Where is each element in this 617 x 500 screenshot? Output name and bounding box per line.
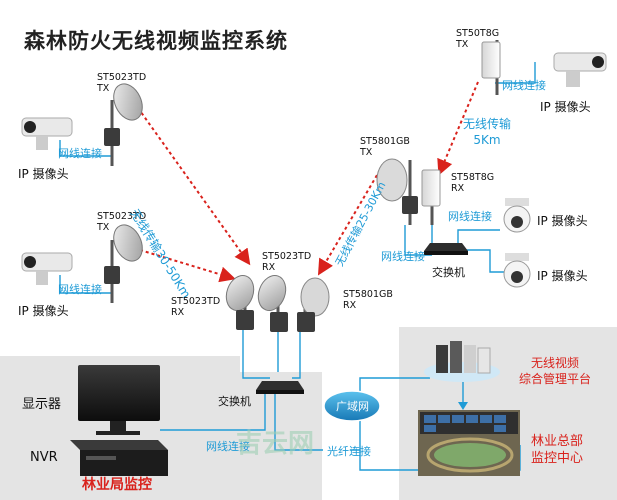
dish-antennas: [113, 83, 408, 317]
platform-label-line2: 综合管理平台: [519, 372, 592, 386]
device-mode: RX: [343, 300, 357, 311]
device-tx-top-left: ST5023TD TX: [97, 72, 146, 94]
wireless-range-line1: 无线传输: [463, 117, 512, 131]
hq-label: 林业总部 监控中心: [531, 433, 583, 467]
fiber-link-label: 光纤连接: [327, 445, 371, 458]
control-room-photo: [418, 410, 520, 476]
device-model: ST58T8G: [451, 172, 495, 183]
hq-label-line2: 监控中心: [531, 451, 584, 466]
camera-label: IP 摄像头: [540, 100, 591, 114]
panel-antennas: [421, 41, 501, 207]
network-link-label: 网线连接: [448, 210, 492, 223]
forestry-station-label: 林业局监控: [82, 477, 152, 493]
wan-ellipse: [323, 390, 381, 422]
dome-cameras: [503, 198, 531, 288]
device-mode: RX: [451, 183, 465, 194]
device-model: ST5801GB: [343, 289, 393, 300]
device-mode: RX: [171, 307, 185, 318]
device-model: ST5023TD: [97, 211, 147, 222]
camera-label: IP 摄像头: [537, 269, 588, 283]
device-rx-center-b: ST5023TD RX: [262, 251, 311, 273]
device-rx-center-a: ST5023TD RX: [171, 296, 220, 318]
camera-label: IP 摄像头: [537, 214, 588, 228]
device-mode: TX: [97, 222, 110, 233]
device-mode: RX: [262, 262, 276, 273]
watermark: 吉云网: [236, 429, 315, 459]
camera-label: IP 摄像头: [18, 167, 69, 181]
wan-label: 广域网: [336, 400, 369, 413]
device-model: ST5023TD: [171, 296, 221, 307]
radio-units: [104, 128, 418, 332]
device-tx-top-right: ST50T8G TX: [456, 28, 499, 50]
device-model: ST5801GB: [360, 136, 410, 147]
device-mode: TX: [97, 83, 110, 94]
hq-label-line1: 林业总部: [531, 434, 584, 449]
platform-label: 无线视频 综合管理平台: [519, 355, 591, 387]
platform-label-line1: 无线视频: [531, 356, 580, 370]
wireless-range-label-right: 无线传输 5Km: [463, 116, 511, 148]
switch-label-right: 交换机: [432, 266, 465, 279]
network-link-label: 网线连接: [58, 283, 102, 296]
device-mode: TX: [456, 39, 469, 50]
monitor-nvr: [70, 365, 168, 476]
switches: [256, 243, 468, 394]
platform-servers: [424, 341, 500, 382]
box-cameras: [21, 52, 607, 285]
page-title: 森林防火无线视频监控系统: [24, 29, 288, 53]
device-model: ST50T8G: [456, 28, 500, 39]
camera-label: IP 摄像头: [18, 304, 69, 318]
wireless-range-line2: 5Km: [473, 133, 501, 147]
network-link-label: 网线连接: [206, 440, 250, 453]
nvr-label: NVR: [30, 450, 58, 465]
device-tx-mid-left: ST5023TD TX: [97, 211, 146, 233]
device-model: ST5023TD: [262, 251, 312, 262]
device-rx-right: ST58T8G RX: [451, 172, 494, 194]
device-mode: TX: [360, 147, 373, 158]
device-model: ST5023TD: [97, 72, 147, 83]
network-link-label: 网线连接: [58, 147, 102, 160]
device-tx-right-dish: ST5801GB TX: [360, 136, 410, 158]
network-link-label: 网线连接: [381, 250, 425, 263]
network-link-label: 网线连接: [502, 79, 546, 92]
monitor-label: 显示器: [22, 397, 62, 412]
switch-label-center: 交换机: [218, 395, 251, 408]
wireless-links: [137, 81, 479, 283]
device-rx-center-c: ST5801GB RX: [343, 289, 393, 311]
